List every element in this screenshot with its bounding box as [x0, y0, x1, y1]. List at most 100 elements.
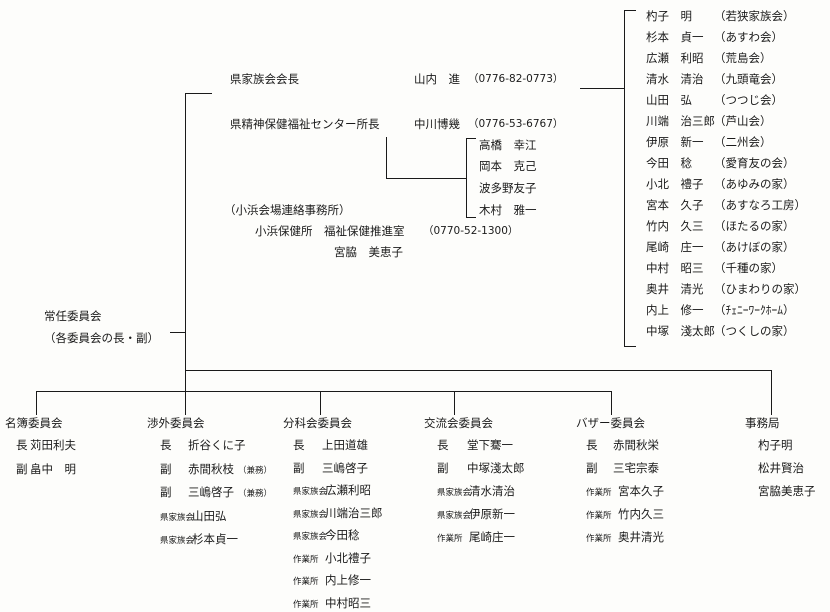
director-to-staff-line: [386, 178, 466, 180]
committee-member-name: 小北禮子: [325, 550, 371, 565]
director-drop-line: [386, 137, 388, 178]
committee-member-role: 作業所: [293, 554, 319, 565]
member-group-name: （あゆみの家）: [714, 177, 795, 191]
member-bracket-link: [580, 88, 624, 90]
committee-member-name: 宮本久子: [618, 484, 664, 498]
committee-member-role: 副: [160, 485, 172, 499]
committee-member-name: 赤間秋枝: [188, 461, 234, 476]
federation-chair-name: 山内 進: [414, 72, 460, 86]
committee-member-name: 松井賢治: [758, 461, 804, 475]
federation-chair-phone: （0776-82-0773）: [468, 73, 564, 85]
member-name: 竹内 久三: [646, 219, 704, 233]
committee-branch-line: [36, 391, 611, 393]
obama-office-phone: （0770-52-1300）: [423, 225, 519, 237]
committee-member-role: 副: [437, 461, 449, 475]
obama-office-line1: 小浜保健所 福祉保健推進室: [255, 224, 405, 238]
committee-member-name: 今田稔: [325, 528, 360, 542]
member-name: 山田 弘: [646, 93, 692, 107]
committee-member-role: 県家族会: [293, 509, 328, 520]
center-staff: 岡本 克己: [479, 159, 537, 173]
committee-member-role: 作業所: [437, 534, 463, 544]
member-group-name: （九頭竜会）: [714, 72, 783, 86]
member-name: 小北 禮子: [646, 177, 704, 191]
member-name: 中塚 淺太郎: [646, 324, 715, 338]
committee-drop-jimukyoku: [771, 370, 773, 415]
committee-member-name: 赤間秋栄: [613, 438, 659, 452]
center-staff: 高橋 幸江: [479, 138, 537, 152]
member-name: 中村 昭三: [646, 261, 704, 275]
committee-member-role: 県家族会: [160, 536, 195, 546]
member-group-name: （ひまわりの家）: [714, 282, 806, 296]
committee-member-name: 山田弘: [192, 508, 227, 523]
member-name: 杉本 貞一: [646, 30, 704, 44]
committee-member-role: 県家族会: [293, 487, 328, 497]
committee-member-role: 副: [16, 462, 28, 476]
committee-member-role: 県家族会: [437, 488, 472, 498]
center-director-phone: （0776-53-6767）: [468, 118, 564, 130]
center-staff: 波多野友子: [479, 181, 537, 195]
obama-office-person: 宮脇 美恵子: [334, 245, 403, 259]
member-group-name: （あすわ会）: [714, 30, 783, 44]
trunk-top-tick: [185, 93, 212, 95]
committee-title: 分科会委員会: [283, 416, 352, 430]
committee-title: 渉外委員会: [147, 416, 205, 430]
committee-member-name: 竹内久三: [618, 507, 664, 521]
member-group-name: （芦山会）: [714, 114, 772, 128]
committee-title: バザー委員会: [576, 416, 645, 430]
member-group-name: （つくしの家）: [714, 324, 795, 338]
member-group-name: （荒島会）: [714, 51, 772, 65]
committee-member-name: 中村昭三: [325, 595, 371, 610]
committee-member-name: 伊原新一: [469, 507, 515, 521]
member-bracket-bottom: [624, 346, 636, 348]
committee-member-role: 副: [586, 461, 598, 475]
member-group-name: （ほたるの家）: [714, 219, 795, 233]
committee-member-role: 作業所: [586, 488, 612, 498]
committee-member-role: 作業所: [586, 534, 612, 544]
committee-member-note: （兼務）: [238, 489, 273, 499]
committee-member-name: 尾崎庄一: [469, 530, 515, 544]
committee-member-note: （兼務）: [238, 465, 273, 476]
standing-committee-link: [170, 332, 186, 334]
committee-member-role: 長: [586, 438, 598, 452]
committee-title: 交流会委員会: [424, 416, 493, 430]
member-group-name: （あけぼの家）: [714, 240, 795, 254]
member-name: 内上 修一: [646, 303, 704, 317]
committee-title: 名簿委員会: [5, 416, 63, 430]
member-name: 尾崎 庄一: [646, 240, 704, 254]
committee-bus-line: [185, 370, 771, 372]
committee-member-name: 広瀬利昭: [325, 483, 371, 497]
center-director-name: 中川博幾: [414, 117, 460, 131]
committee-member-name: 上田道雄: [322, 438, 368, 452]
committee-member-role: 長: [437, 438, 449, 452]
committee-member-role: 県家族会: [293, 532, 328, 542]
standing-committee-title: 常任委員会: [44, 309, 102, 323]
committee-member-name: 宮脇美恵子: [758, 484, 816, 498]
committee-member-role: 副: [160, 461, 172, 476]
member-name: 奥井 清光: [646, 282, 704, 296]
committee-member-name: 三嶋啓子: [322, 460, 368, 475]
obama-office-label: （小浜会場連絡事務所）: [224, 203, 351, 217]
committee-member-role: 県家族会: [160, 512, 195, 523]
committee-drop-bazaar: [611, 391, 613, 415]
member-name: 杓子 明: [646, 9, 692, 23]
committee-member-name: 三嶋啓子: [188, 485, 234, 499]
committee-member-role: 長: [160, 438, 172, 452]
staff-bracket-line: [466, 138, 468, 217]
committee-member-name: 苅田利夫: [30, 438, 76, 452]
member-name: 今田 稔: [646, 156, 692, 170]
committee-drop-koryu: [454, 391, 456, 415]
committee-member-name: 杉本貞一: [192, 532, 238, 546]
committee-member-role: 長: [16, 438, 28, 452]
committee-drop-meibo: [36, 391, 38, 415]
member-group-name: （二州会）: [714, 135, 772, 149]
committee-member-name: 折谷くに子: [188, 438, 246, 452]
committee-member-name: 川端治三郎: [325, 505, 383, 520]
committee-member-name: 三宅宗泰: [613, 461, 659, 475]
committee-member-role: 県家族会: [437, 511, 472, 521]
committee-member-name: 堂下騫一: [467, 438, 513, 452]
member-group-name: （つつじ会）: [714, 93, 783, 107]
member-name: 広瀬 利昭: [646, 51, 704, 65]
committee-member-name: 清水清治: [469, 484, 515, 498]
committee-member-role: 副: [293, 460, 305, 475]
